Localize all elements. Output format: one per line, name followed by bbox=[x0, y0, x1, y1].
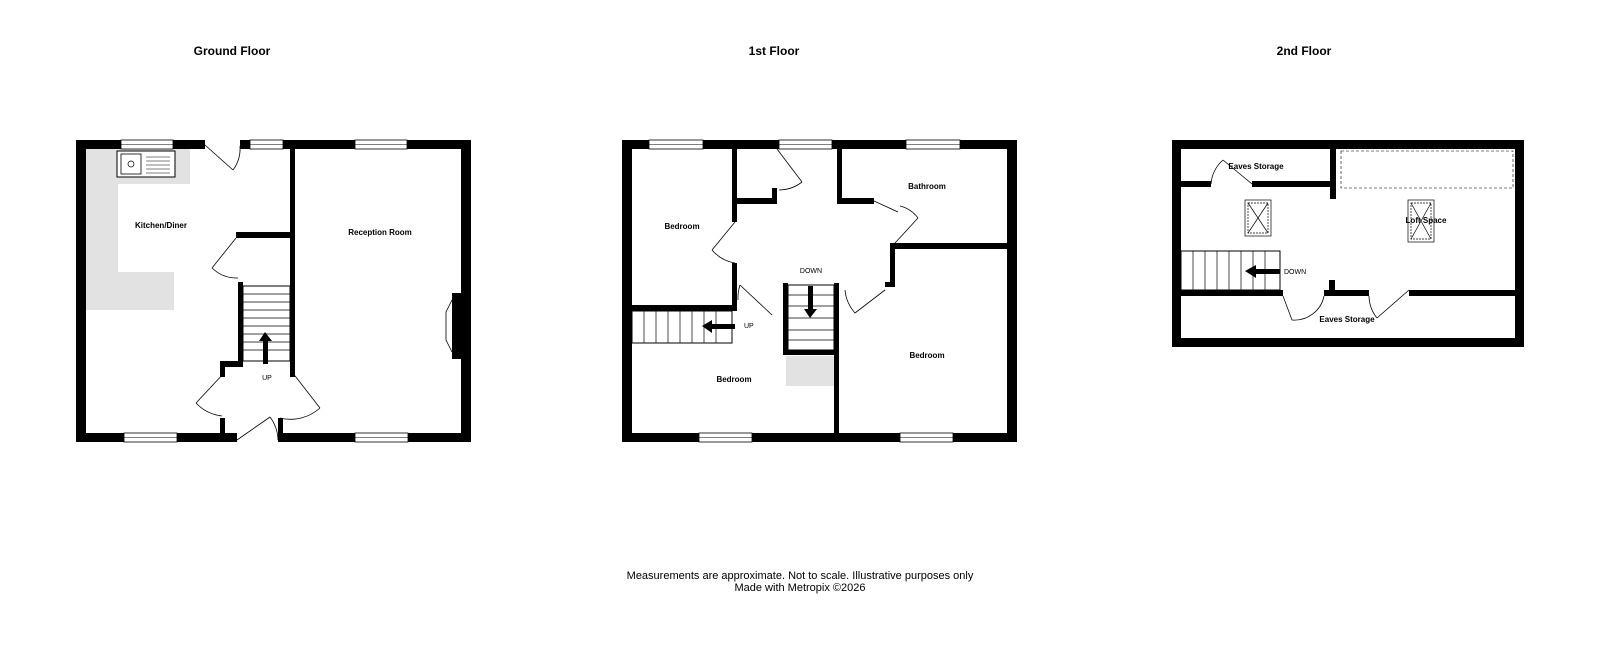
eaves-storage-label: Eaves Storage bbox=[1228, 162, 1284, 171]
kitchen-diner-label: Kitchen/Diner bbox=[135, 221, 187, 230]
velux-window-icon bbox=[1244, 199, 1272, 237]
bedroom-label: Bedroom bbox=[716, 375, 751, 384]
ground-floor-plan: Ground Floor bbox=[76, 44, 471, 443]
ground-floor-walls bbox=[76, 140, 471, 442]
down-arrow-icon bbox=[804, 286, 817, 318]
loft-low-headroom-area bbox=[1340, 150, 1514, 189]
second-floor-plan: 2nd Floor bbox=[1172, 44, 1524, 347]
second-floor-staircase bbox=[1180, 250, 1281, 291]
first-floor-walls bbox=[622, 140, 1017, 442]
disclaimer-text: Measurements are approximate. Not to sca… bbox=[626, 570, 974, 582]
first-floor-title: 1st Floor bbox=[749, 44, 800, 58]
left-arrow-icon bbox=[702, 320, 735, 333]
bedroom-label: Bedroom bbox=[664, 222, 699, 231]
stair-down-label: DOWN bbox=[1284, 269, 1306, 276]
footer-disclaimer: Measurements are approximate. Not to sca… bbox=[0, 570, 1600, 594]
bedroom-label: Bedroom bbox=[909, 351, 944, 360]
fireplace-hearth bbox=[445, 299, 453, 353]
ground-floor-doors bbox=[195, 144, 321, 441]
copyright-text: Made with Metropix ©2026 bbox=[734, 582, 866, 594]
eaves-storage-label: Eaves Storage bbox=[1319, 315, 1375, 324]
velux-window-icon bbox=[1407, 199, 1435, 243]
ground-floor-title: Ground Floor bbox=[194, 44, 271, 58]
stair-down-label: DOWN bbox=[800, 268, 822, 275]
sink-icon bbox=[116, 150, 176, 178]
reception-room-label: Reception Room bbox=[348, 228, 412, 237]
first-floor-doors bbox=[711, 148, 919, 316]
landing-shaded-area bbox=[786, 356, 838, 386]
bathroom-label: Bathroom bbox=[908, 182, 946, 191]
first-floor-plan: 1st Floor bbox=[622, 44, 1017, 443]
second-floor-title: 2nd Floor bbox=[1277, 44, 1332, 58]
loft-space-label: Loft Space bbox=[1406, 216, 1447, 225]
second-floor-walls bbox=[1172, 140, 1524, 347]
stair-up-label: UP bbox=[744, 323, 754, 330]
kitchen-worktop-corner bbox=[86, 272, 174, 310]
up-arrow-icon bbox=[259, 332, 272, 364]
left-arrow-icon bbox=[1245, 265, 1280, 278]
stair-up-label: UP bbox=[262, 375, 272, 382]
second-floor-doors bbox=[1210, 159, 1410, 321]
